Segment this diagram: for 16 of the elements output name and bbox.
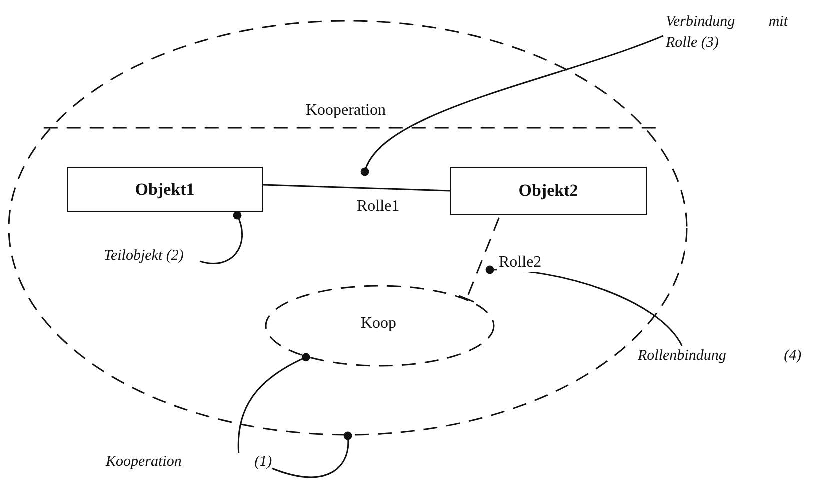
dashed-connector <box>458 218 500 303</box>
connector-line <box>262 184 450 192</box>
annotation-text: Rollenbindung (4) <box>638 346 802 368</box>
annotation-text: Kooperation (1) <box>106 452 272 474</box>
object-box: Objekt1 <box>67 167 263 212</box>
dashed-ellipse <box>265 285 495 367</box>
annotation-text: Verbindung mit Rolle (3) <box>666 12 788 58</box>
ellipse-label: Kooperation <box>306 102 386 120</box>
edge-label: Rolle2 <box>497 254 544 272</box>
ellipse-label: Koop <box>361 315 397 333</box>
leader-line <box>360 35 664 176</box>
annotation-text: Teilobjekt (2) <box>104 246 200 268</box>
leader-line <box>200 211 243 264</box>
leader-line <box>238 353 310 454</box>
object-box: Objekt2 <box>450 167 647 215</box>
leader-line <box>272 432 352 478</box>
